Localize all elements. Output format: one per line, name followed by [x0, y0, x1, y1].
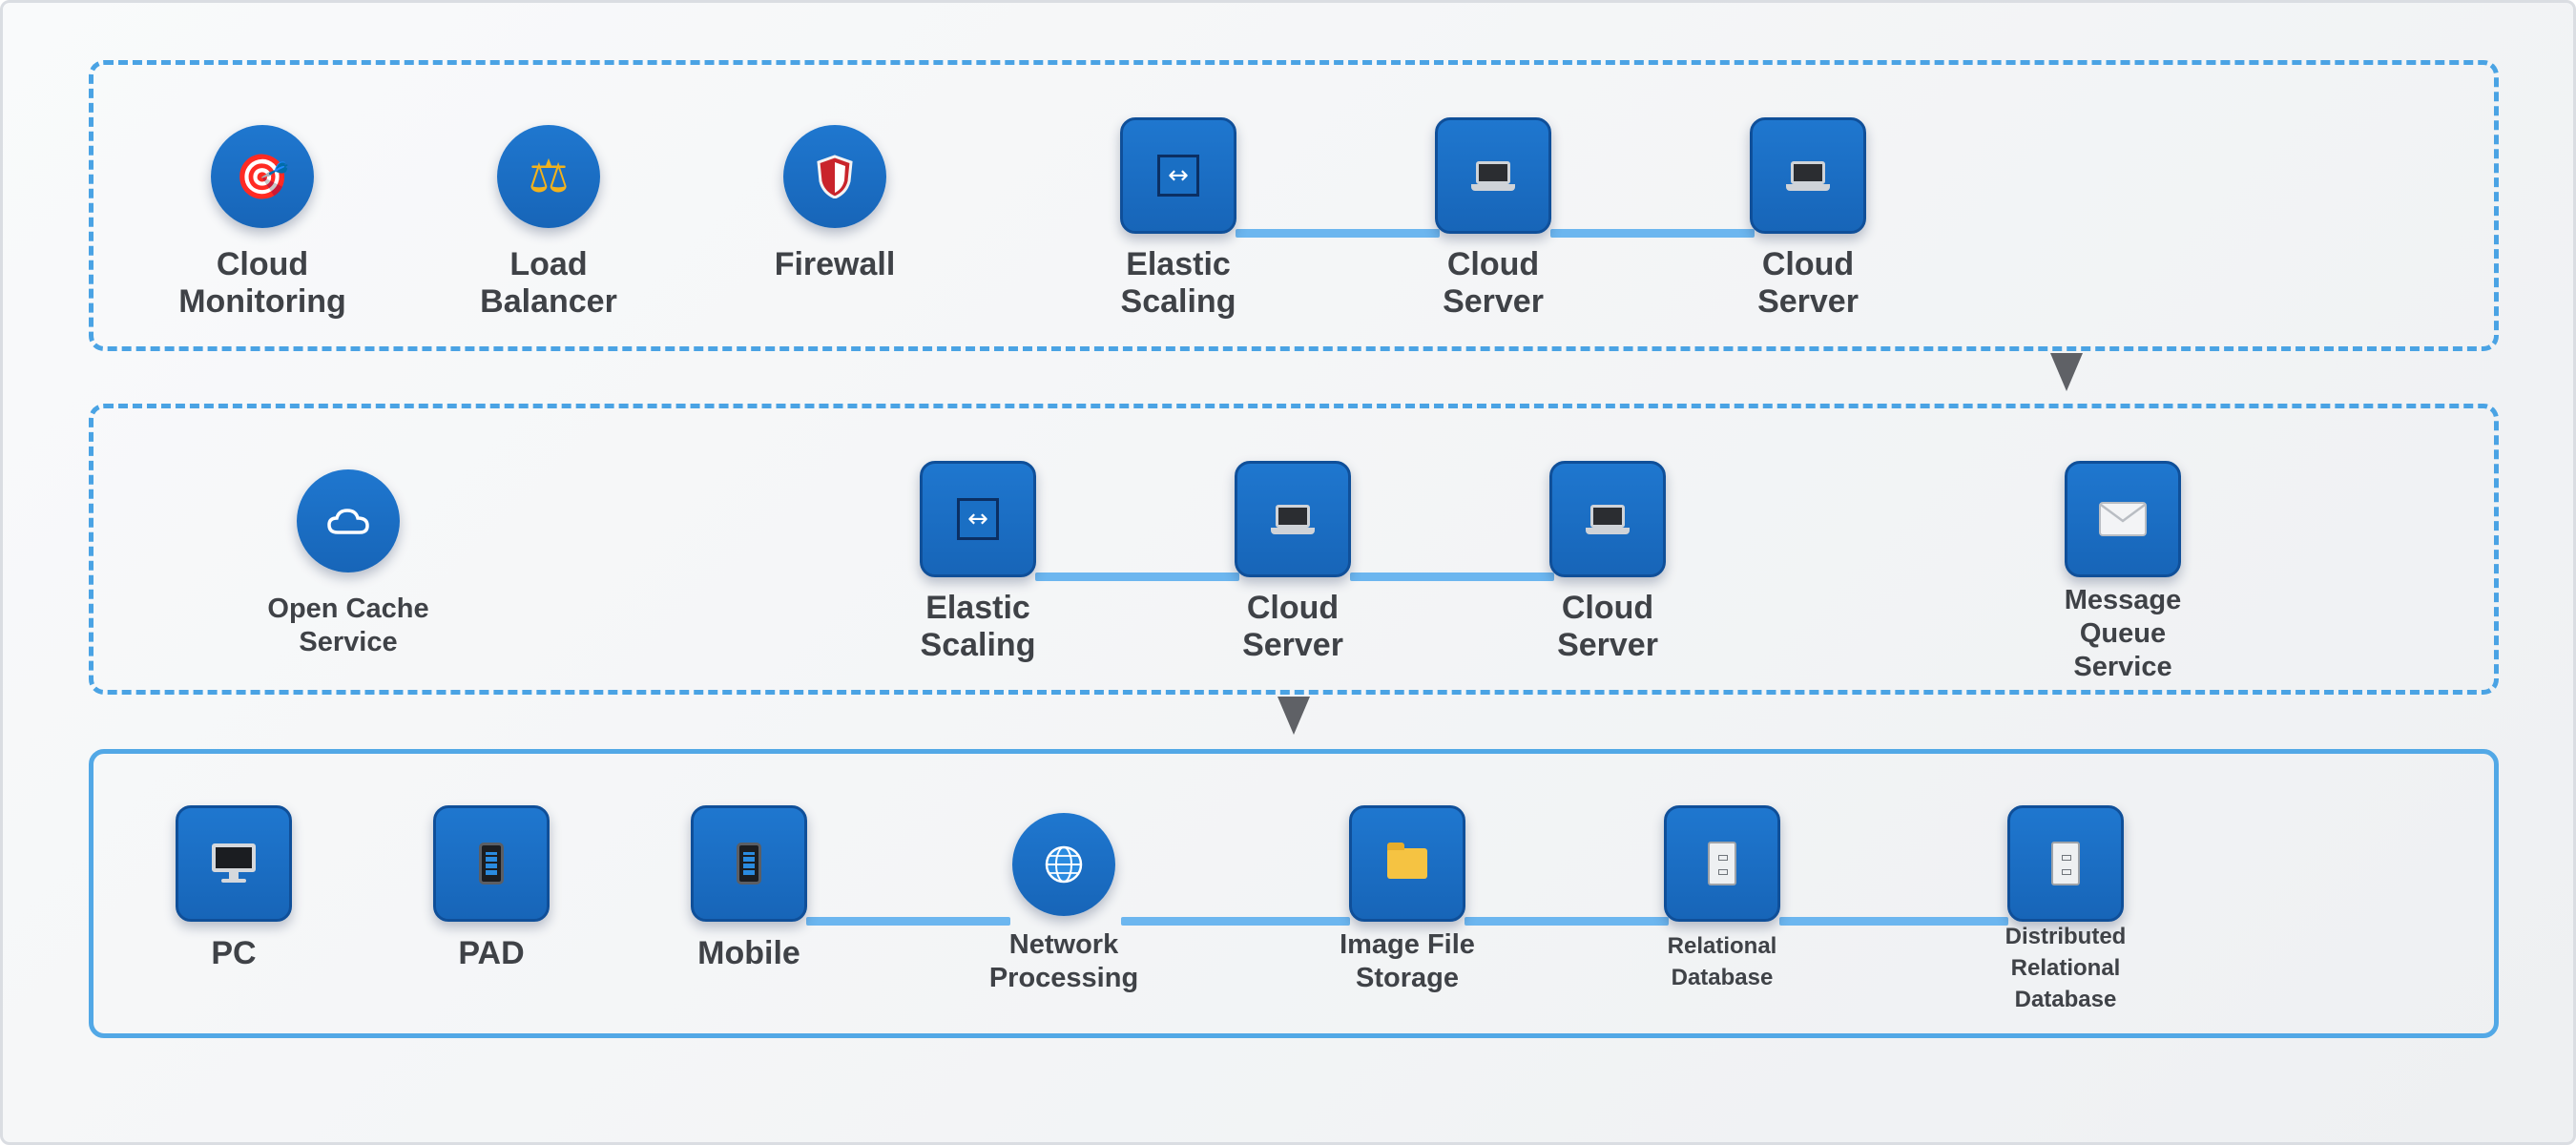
node-label: Elastic Scaling: [920, 590, 1036, 663]
connector-line: [1550, 229, 1755, 238]
resize-arrows-icon: ↔: [920, 461, 1036, 577]
flow-arrow-down: [1278, 697, 1310, 735]
node-label: Cloud Server: [1242, 590, 1343, 663]
node-label: PC: [211, 935, 257, 971]
node-label: Mobile: [697, 935, 800, 971]
node-label: Image File Storage: [1340, 929, 1475, 993]
node-label: Load Balancer: [480, 246, 617, 320]
monitor-icon: [176, 805, 292, 922]
tablet-icon: [433, 805, 550, 922]
laptop-icon: [1549, 461, 1666, 577]
node-label: PAD: [458, 935, 525, 971]
node-label: Firewall: [774, 246, 896, 282]
node-label: Cloud Server: [1557, 590, 1658, 663]
file-cabinet-icon: [2007, 805, 2124, 922]
node-label: Network Processing: [988, 929, 1139, 993]
laptop-icon: [1235, 461, 1351, 577]
connector-line: [1121, 917, 1350, 926]
middle-tier-panel: [89, 404, 2499, 695]
node-label: Distributed Relational Database: [2005, 924, 2127, 1012]
node-label: Cloud Server: [1443, 246, 1544, 320]
shield-icon: [783, 125, 886, 228]
top-tier-panel: [89, 60, 2499, 351]
scales-icon: ⚖: [497, 125, 600, 228]
node-label: Elastic Scaling: [1120, 246, 1236, 320]
node-label: Relational Database: [1667, 933, 1777, 990]
target-icon: 🎯: [211, 125, 314, 228]
cloud-icon: [297, 469, 400, 572]
bottom-tier-panel: [89, 749, 2499, 1038]
connector-line: [806, 917, 1010, 926]
laptop-icon: [1750, 117, 1866, 234]
laptop-icon: [1435, 117, 1551, 234]
flow-arrow-down: [2050, 353, 2083, 391]
folder-icon: [1349, 805, 1465, 922]
phone-icon: [691, 805, 807, 922]
connector-line: [1350, 572, 1554, 581]
connector-line: [1236, 229, 1440, 238]
node-label: Message Queue Service: [2064, 585, 2182, 682]
connector-line: [1779, 917, 2008, 926]
node-label: Cloud Monitoring: [178, 246, 346, 320]
node-label: Cloud Server: [1757, 246, 1859, 320]
node-label: Open Cache Service: [267, 593, 429, 657]
file-cabinet-icon: [1664, 805, 1780, 922]
resize-arrows-icon: ↔: [1120, 117, 1236, 234]
envelope-icon: [2065, 461, 2181, 577]
globe-icon: [1012, 813, 1115, 916]
connector-line: [1035, 572, 1239, 581]
connector-line: [1465, 917, 1669, 926]
